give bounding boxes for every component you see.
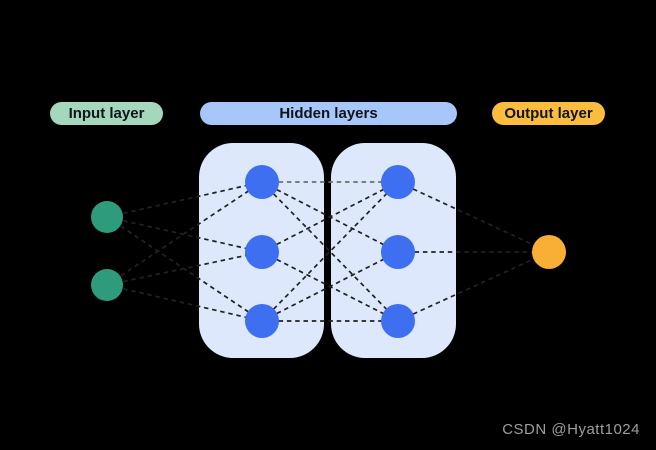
hidden-node	[245, 304, 279, 338]
connection-line	[397, 181, 550, 253]
input-node	[91, 269, 123, 301]
watermark-text: CSDN @Hyatt1024	[502, 421, 640, 438]
hidden-node	[381, 304, 415, 338]
connection-line	[261, 181, 399, 322]
connection-line	[261, 181, 399, 322]
hidden-node	[381, 235, 415, 269]
connection-line	[106, 284, 263, 322]
connection-line	[106, 216, 263, 253]
output-node	[532, 235, 566, 269]
hidden-node	[245, 165, 279, 199]
input-layer-label: Input layer	[50, 102, 163, 125]
input-node	[91, 201, 123, 233]
connection-line	[106, 181, 263, 286]
connection-line	[397, 251, 550, 322]
hidden-node	[381, 165, 415, 199]
hidden-layers-label: Hidden layers	[200, 102, 457, 125]
connection-line	[261, 251, 399, 322]
connection-line	[106, 181, 263, 218]
connection-line	[261, 181, 399, 253]
hidden-node	[245, 235, 279, 269]
output-layer-label: Output layer	[492, 102, 605, 125]
connection-line	[106, 251, 263, 286]
